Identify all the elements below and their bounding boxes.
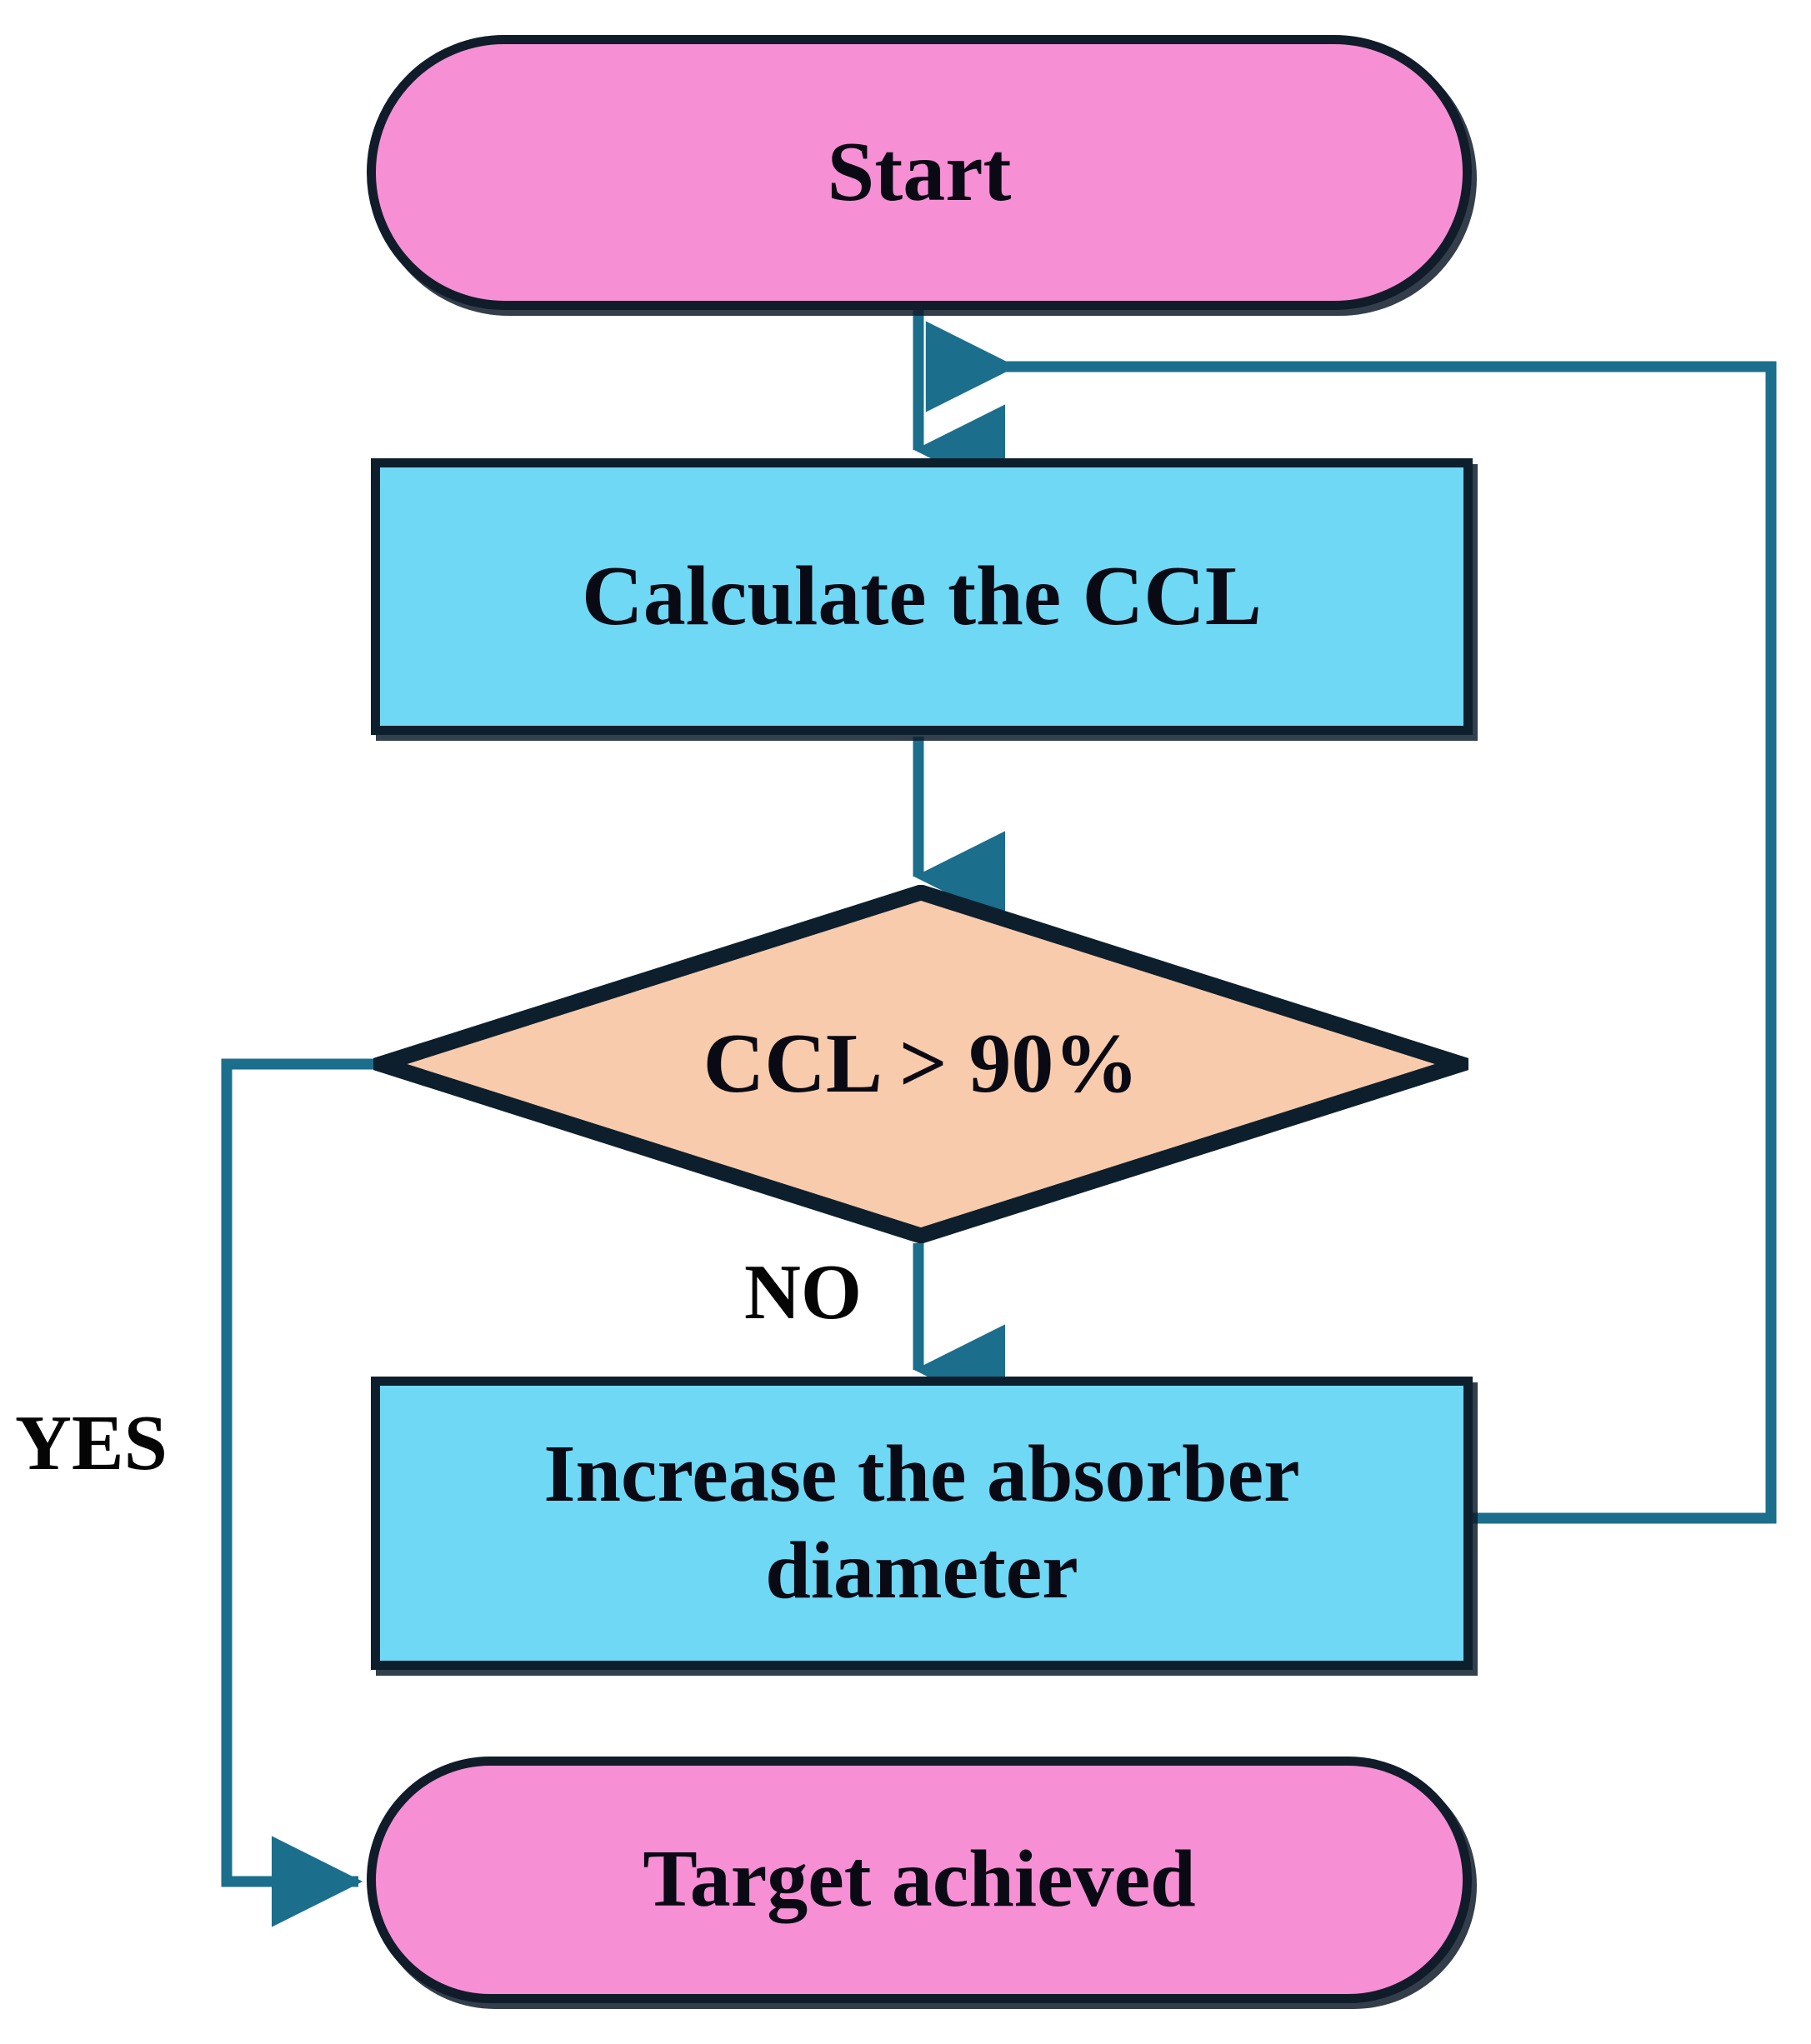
edge-label-yes: YES [15,1400,168,1487]
edge-label-no: NO [744,1249,862,1336]
node-increase-absorber-diameter[interactable]: Increase the absorber diameter [371,1377,1473,1670]
node-start-label: Start [827,124,1012,219]
node-calculate-ccl[interactable]: Calculate the CCL [371,458,1473,735]
node-increase-line-1: Increase the absorber [543,1429,1300,1520]
node-start[interactable]: Start [367,35,1472,310]
node-target-achieved[interactable]: Target achieved [367,1757,1472,2003]
node-increase-line-2: diameter [765,1526,1078,1616]
node-increase-absorber-diameter-label: Increase the absorber diameter [543,1427,1299,1619]
node-target-achieved-label: Target achieved [643,1834,1196,1925]
node-decision-label: CCL > 90% [703,1016,1139,1111]
node-calculate-ccl-label: Calculate the CCL [582,548,1262,643]
node-decision-ccl-threshold[interactable]: CCL > 90% [373,885,1468,1243]
edge-decision-yes-to-target [221,1058,373,1927]
